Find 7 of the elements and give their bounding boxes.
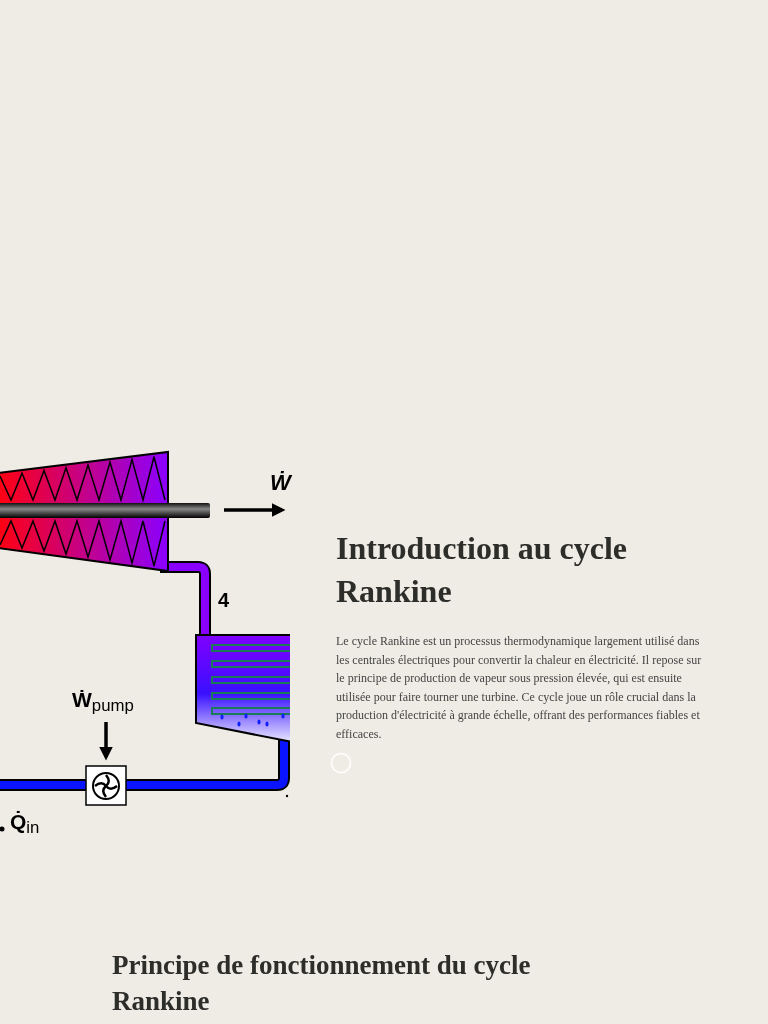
slide-title: Introduction au cycle Rankine: [336, 529, 628, 612]
body-paragraph: Le cycle Rankine est un processus thermodynamique largement utilisé dans les centrales électriques pour convertir la chaleur en électricité. Il repose sur le principe de production de vapeur sous pression élevée, qui est ensuite utilisée pour faire tourner une turbine. Ce cycle joue un rôle crucial dans la production d'électricité à grande échelle, offrant des performances fiables et efficaces.: [336, 633, 703, 743]
pump-work-label: Ẇ$_{pump}$: [72, 688, 134, 717]
section-heading: Principe de fonctionnement du cycle Rankine: [112, 949, 532, 1019]
heat-input-label: Q̇$_{in}$: [10, 810, 40, 839]
state-number: 4: [218, 589, 230, 612]
work-label: Ẇ: [270, 470, 291, 496]
